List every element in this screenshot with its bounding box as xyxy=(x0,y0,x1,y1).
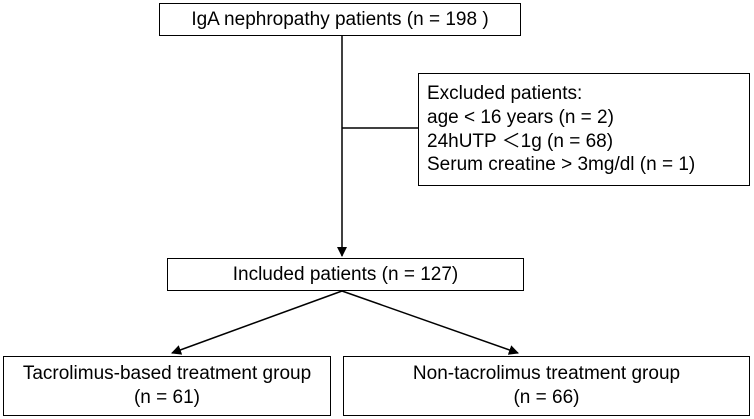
excluded-item-age: age < 16 years (n = 2) xyxy=(427,106,614,128)
tacrolimus-group-count: (n = 61) xyxy=(133,387,200,408)
non-tacrolimus-group-box: Non-tacrolimus treatment group (n = 66) xyxy=(343,356,750,416)
included-patients-label: Included patients (n = 127) xyxy=(232,263,459,285)
non-tacrolimus-group-name: Non-tacrolimus treatment group xyxy=(412,363,681,385)
connector-included-to-non-tacrolimus xyxy=(341,290,519,355)
excluded-title: Excluded patients: xyxy=(427,83,583,104)
connector-included-to-tacrolimus xyxy=(171,290,343,355)
included-patients-box: Included patients (n = 127) xyxy=(167,258,524,291)
tacrolimus-group-name: Tacrolimus-based treatment group xyxy=(22,363,312,385)
total-patients-label: IgA nephropathy patients (n = 198 ) xyxy=(191,8,489,30)
excluded-patients-box: Excluded patients: age < 16 years (n = 2… xyxy=(418,73,750,186)
excluded-item-utp: 24hUTP ＜1g (n = 68) xyxy=(427,130,614,152)
total-patients-box: IgA nephropathy patients (n = 198 ) xyxy=(159,3,521,36)
tacrolimus-group-box: Tacrolimus-based treatment group (n = 61… xyxy=(3,356,331,416)
excluded-item-creatine: Serum creatine > 3mg/dl (n = 1) xyxy=(427,154,696,176)
non-tacrolimus-group-count: (n = 66) xyxy=(513,387,580,408)
